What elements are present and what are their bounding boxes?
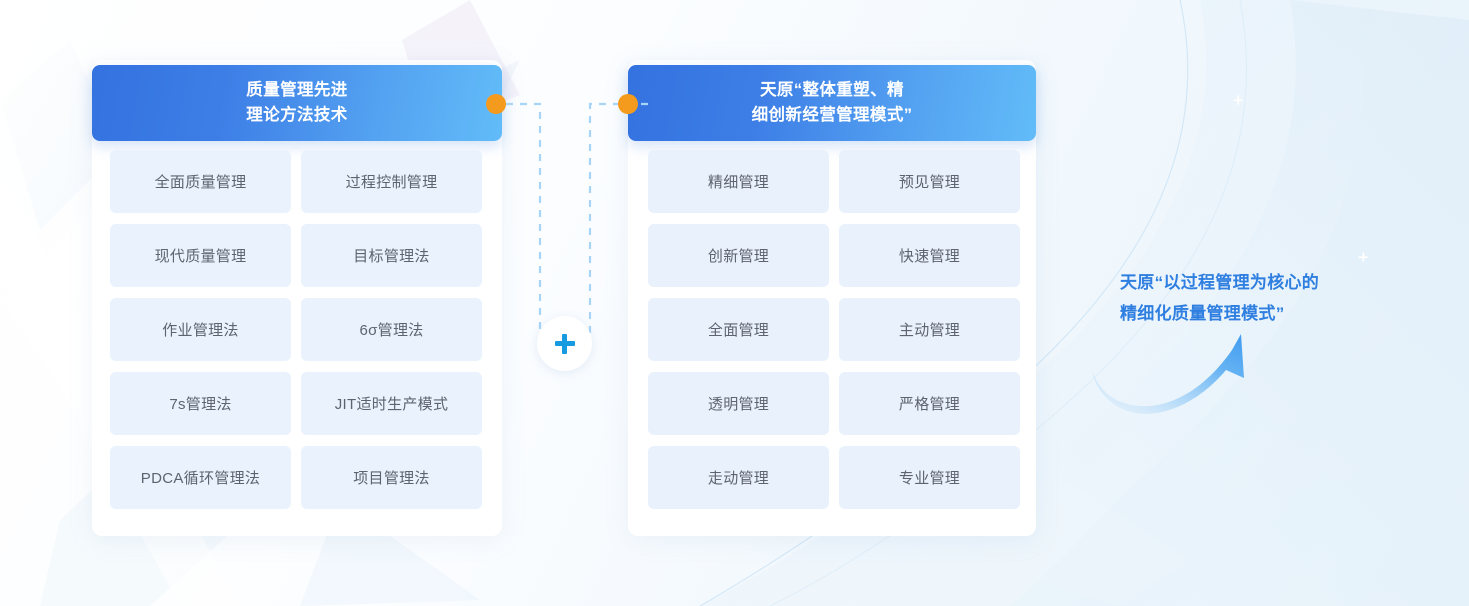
sparkle-icon: [1233, 95, 1243, 105]
plus-icon-vertical-bar: [562, 333, 567, 354]
annotation-text: 天原“以过程管理为核心的 精细化质量管理模式”: [1120, 267, 1420, 329]
plus-icon: [537, 316, 592, 371]
list-item[interactable]: 预见管理: [839, 150, 1020, 213]
list-item[interactable]: 创新管理: [648, 224, 829, 287]
list-item[interactable]: 项目管理法: [301, 446, 482, 509]
left-header-line-2: 理论方法技术: [246, 106, 348, 124]
list-item[interactable]: 全面质量管理: [110, 150, 291, 213]
list-item[interactable]: 快速管理: [839, 224, 1020, 287]
list-item[interactable]: 作业管理法: [110, 298, 291, 361]
annotation-line-1: 天原“以过程管理为核心的: [1120, 273, 1320, 292]
left-panel-items: 全面质量管理 过程控制管理 现代质量管理 目标管理法 作业管理法 6σ管理法 7…: [110, 150, 482, 509]
right-panel-items: 精细管理 预见管理 创新管理 快速管理 全面管理 主动管理 透明管理 严格管理 …: [648, 150, 1020, 509]
orange-dot-icon: [486, 94, 506, 114]
list-item[interactable]: 专业管理: [839, 446, 1020, 509]
list-item[interactable]: 7s管理法: [110, 372, 291, 435]
orange-dot-icon: [618, 94, 638, 114]
list-item[interactable]: 目标管理法: [301, 224, 482, 287]
list-item[interactable]: 6σ管理法: [301, 298, 482, 361]
list-item[interactable]: 精细管理: [648, 150, 829, 213]
list-item[interactable]: 主动管理: [839, 298, 1020, 361]
curved-arrow-up-right-icon: [1086, 326, 1266, 422]
right-header-line-2: 细创新经营管理模式”: [751, 106, 913, 124]
list-item[interactable]: 现代质量管理: [110, 224, 291, 287]
left-panel-header: 质量管理先进 理论方法技术: [92, 65, 502, 141]
list-item[interactable]: PDCA循环管理法: [110, 446, 291, 509]
annotation-line-2: 精细化质量管理模式”: [1120, 304, 1285, 323]
sparkle-icon: [232, 32, 242, 42]
list-item[interactable]: 过程控制管理: [301, 150, 482, 213]
list-item[interactable]: 走动管理: [648, 446, 829, 509]
left-header-line-1: 质量管理先进: [246, 81, 348, 99]
right-header-line-1: 天原“整体重塑、精: [760, 81, 904, 99]
sparkle-icon: [1358, 252, 1368, 262]
list-item[interactable]: 透明管理: [648, 372, 829, 435]
right-panel-header: 天原“整体重塑、精 细创新经营管理模式”: [628, 65, 1036, 141]
list-item[interactable]: 严格管理: [839, 372, 1020, 435]
list-item[interactable]: 全面管理: [648, 298, 829, 361]
list-item[interactable]: JIT适时生产模式: [301, 372, 482, 435]
